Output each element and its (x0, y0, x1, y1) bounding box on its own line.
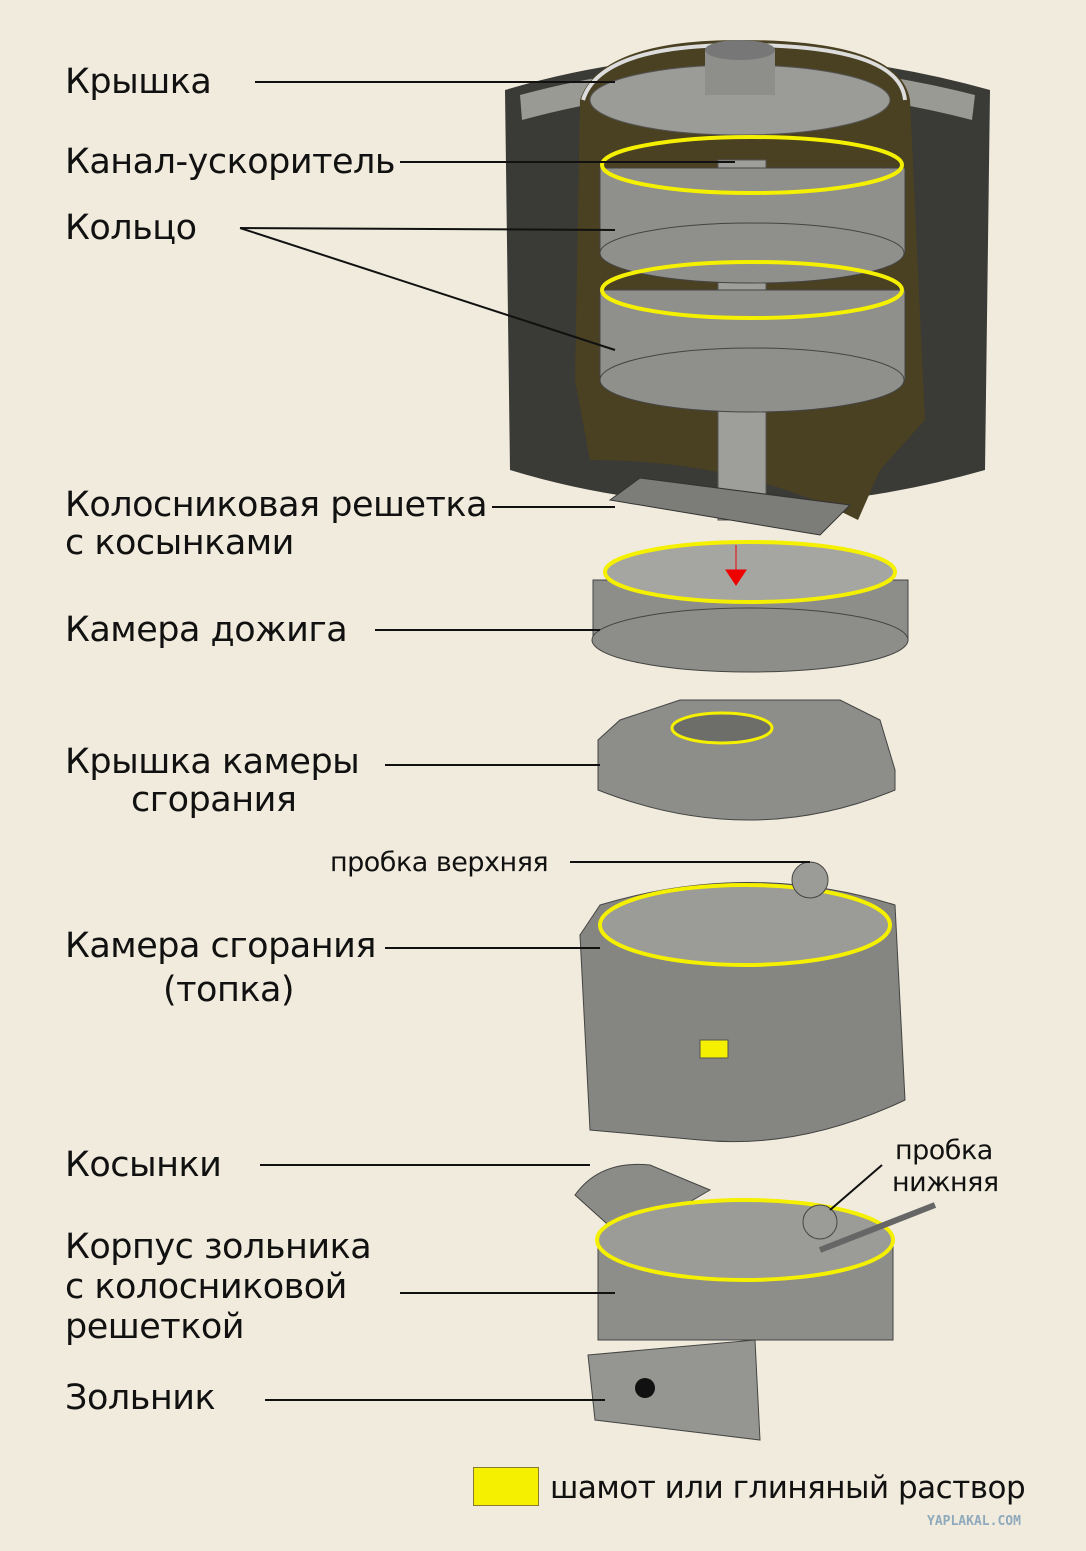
combustion-chamber-lid (597, 699, 896, 821)
label-ash-pan: Зольник (65, 1378, 216, 1418)
lid-part (589, 40, 891, 136)
afterburn-chamber (591, 540, 909, 673)
label-plug-bottom-1: пробка (895, 1135, 993, 1166)
leader-lines (239, 81, 883, 1401)
ring-upper (599, 135, 906, 284)
label-chamber-1: Камера сгорания (65, 926, 376, 966)
legend-text: шамот или глиняный раствор (550, 1470, 1026, 1506)
label-grate-2: с косынками (65, 523, 294, 563)
label-channel: Канал-ускоритель (65, 142, 396, 182)
label-chamber-lid-2: сгорания (131, 780, 297, 820)
gussets-part (574, 1163, 712, 1241)
ash-body (595, 1198, 937, 1341)
watermark: YAPLAKAL.COM (927, 1514, 1021, 1529)
label-plug-bottom-2: нижняя (892, 1167, 999, 1198)
label-chamber-2: (топка) (163, 970, 295, 1010)
label-afterburn: Камера дожига (65, 610, 348, 650)
label-ash-body-1: Корпус зольника (65, 1227, 372, 1267)
label-ash-body-2: с колосниковой (65, 1267, 347, 1307)
label-lid: Крышка (65, 62, 212, 102)
ring-lower (599, 260, 906, 413)
label-chamber-lid-1: Крышка камеры (65, 742, 360, 782)
grate-with-gussets (608, 477, 852, 536)
label-ring: Кольцо (65, 208, 197, 248)
ash-pan (587, 1339, 761, 1441)
label-plug-top: пробка верхняя (330, 847, 549, 878)
label-grate-1: Колосниковая решетка (65, 485, 488, 525)
label-ash-body-3: решеткой (65, 1307, 245, 1347)
legend-swatch (473, 1467, 539, 1506)
combustion-chamber (579, 861, 906, 1143)
label-gussets: Косынки (65, 1145, 222, 1185)
